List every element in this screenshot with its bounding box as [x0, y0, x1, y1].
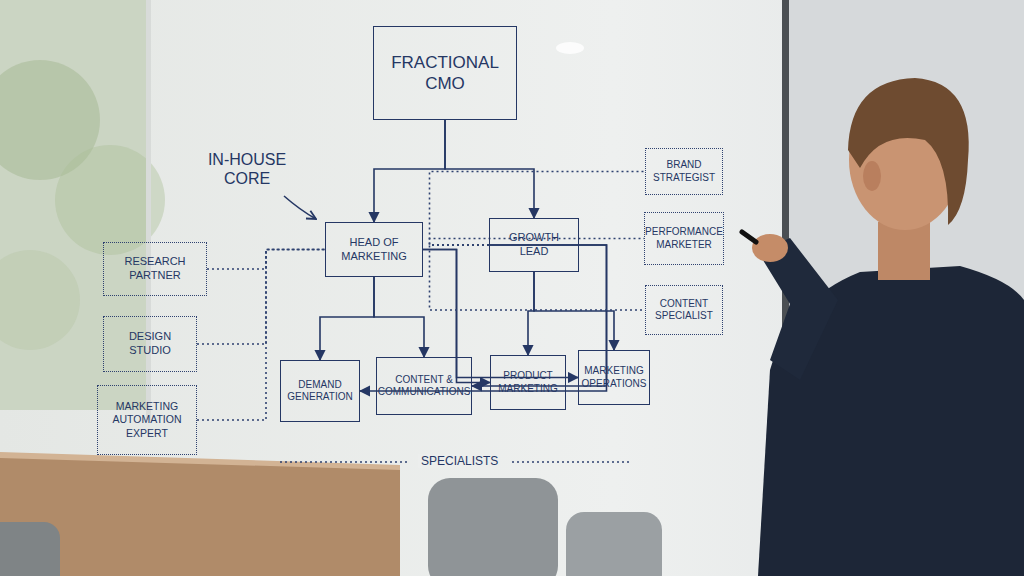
chair [0, 522, 60, 576]
chair [428, 478, 558, 576]
box-label: DEMAND GENERATION [286, 379, 354, 404]
box-label: DESIGN STUDIO [109, 330, 191, 358]
bracket-line [280, 461, 408, 462]
box-label: MARKETING OPERATIONS [582, 365, 647, 390]
lead-box: FRACTIONAL CMO [373, 26, 517, 120]
function-box: MARKETING OPERATIONS [578, 350, 650, 405]
group-label: SPECIALISTS [418, 454, 501, 468]
specialist-box: CONTENT SPECIALIST [645, 285, 723, 335]
leader-arrow [284, 196, 316, 219]
function-box: DEMAND GENERATION [280, 360, 360, 422]
function-box: PRODUCT MARKETING [490, 355, 566, 410]
box-label: GROWTH LEAD [495, 231, 573, 259]
group-label: IN-HOUSE CORE [201, 150, 293, 188]
arrow-connector [360, 245, 607, 391]
arrow-connector [374, 120, 445, 222]
bracket-line [512, 461, 632, 462]
person [742, 78, 1024, 576]
table-edge [0, 452, 400, 470]
box-label: FRACTIONAL CMO [379, 52, 511, 95]
function-box: CONTENT & COMMUNICATIONS [376, 357, 472, 415]
tree-blur [0, 250, 80, 350]
arrow-connector [374, 277, 424, 357]
hair [848, 78, 969, 225]
box-label: CONTENT SPECIALIST [651, 298, 717, 323]
arrow-connector [320, 277, 374, 360]
hand [752, 234, 788, 262]
marker-pen [742, 232, 756, 242]
chair [566, 512, 662, 576]
box-label: HEAD OF MARKETING [331, 236, 417, 264]
box-label: CONTENT & COMMUNICATIONS [378, 374, 471, 399]
arrow-connector [472, 245, 607, 386]
arrow-connector [534, 272, 614, 350]
arrow-connector [423, 250, 578, 378]
partner-box: DESIGN STUDIO [103, 316, 197, 372]
arrow-connector [528, 272, 534, 355]
role-box: HEAD OF MARKETING [325, 222, 423, 277]
partner-box: MARKETING AUTOMATION EXPERT [97, 385, 197, 455]
box-label: MARKETING AUTOMATION EXPERT [103, 400, 191, 439]
box-label: RESEARCH PARTNER [109, 255, 201, 283]
specialist-box: BRAND STRATEGIST [645, 148, 723, 195]
ear [863, 161, 881, 191]
partner-box: RESEARCH PARTNER [103, 242, 207, 296]
box-label: BRAND STRATEGIST [651, 159, 717, 184]
specialist-box: PERFORMANCE MARKETER [644, 212, 724, 265]
arrow-connector [445, 120, 534, 218]
neck [878, 222, 930, 280]
box-label: PRODUCT MARKETING [496, 370, 560, 395]
box-label: PERFORMANCE MARKETER [645, 226, 723, 251]
window-frame [146, 0, 151, 420]
dotted-connector [197, 250, 325, 345]
role-box: GROWTH LEAD [489, 218, 579, 272]
ceiling-light [556, 42, 584, 54]
